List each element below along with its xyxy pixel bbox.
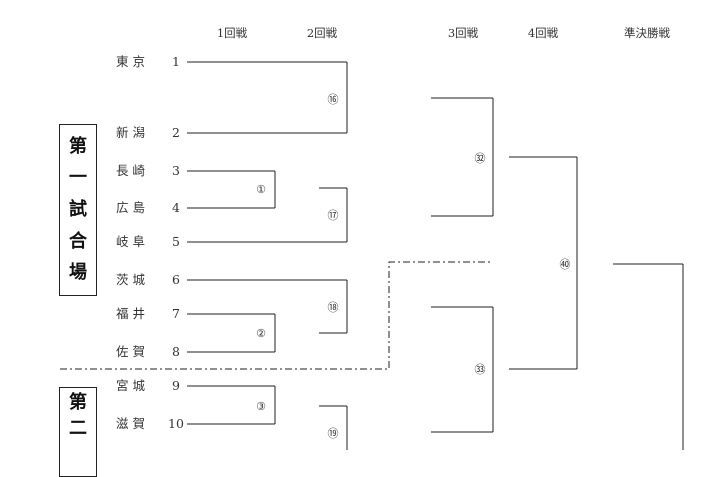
venue-char: 場 bbox=[69, 262, 87, 284]
team-seed: 6 bbox=[172, 272, 180, 287]
team-seed: 4 bbox=[172, 200, 180, 215]
team-seed: 5 bbox=[172, 234, 180, 249]
round-label-1: 1回戦 bbox=[217, 26, 248, 40]
tournament-bracket: 1回戦 2回戦 3回戦 4回戦 準決勝戦 東 京 1 新 潟 2 長 崎 3 広… bbox=[60, 26, 684, 450]
team-seed: 7 bbox=[172, 306, 180, 321]
match-number-33: ㉝ bbox=[475, 363, 486, 376]
team-name: 佐 賀 bbox=[116, 344, 145, 359]
match-numbers: ⑯ ① ⑰ ⑱ ② ③ ⑲ ㉜ ㉝ ㊵ bbox=[256, 93, 570, 440]
match-number-2: ② bbox=[256, 327, 266, 340]
team-seed: 10 bbox=[168, 416, 184, 431]
venue-label-second: 第 二 bbox=[59, 387, 97, 477]
round-label-2: 2回戦 bbox=[307, 26, 338, 40]
round-label-3: 3回戦 bbox=[448, 26, 479, 40]
match-number-19: ⑲ bbox=[328, 427, 339, 440]
team-seed: 2 bbox=[172, 125, 180, 140]
venue-char: 二 bbox=[69, 418, 87, 439]
team-name: 滋 賀 bbox=[116, 416, 145, 431]
round-label-semifinal: 準決勝戦 bbox=[624, 26, 670, 40]
match-number-16: ⑯ bbox=[328, 93, 339, 106]
team-seed: 3 bbox=[172, 163, 180, 178]
venue-char: 一 bbox=[69, 167, 87, 189]
team-name: 長 崎 bbox=[116, 163, 145, 178]
team-name: 茨 城 bbox=[116, 272, 145, 287]
round-headers: 1回戦 2回戦 3回戦 4回戦 準決勝戦 bbox=[217, 26, 671, 40]
match-number-18: ⑱ bbox=[328, 301, 339, 314]
match-number-32: ㉜ bbox=[475, 152, 486, 165]
team-list: 東 京 1 新 潟 2 長 崎 3 広 島 4 岐 阜 5 茨 城 6 福 井 … bbox=[116, 54, 184, 431]
team-name: 新 潟 bbox=[116, 125, 145, 140]
team-name: 岐 阜 bbox=[116, 234, 145, 249]
venue-label-first: 第 一 試 合 場 bbox=[59, 124, 97, 296]
venue-char: 合 bbox=[69, 230, 87, 252]
team-seed: 8 bbox=[172, 344, 180, 359]
match-number-1: ① bbox=[256, 183, 266, 196]
venue-char: 第 bbox=[69, 135, 87, 157]
team-seed: 9 bbox=[172, 378, 180, 393]
match-number-40: ㊵ bbox=[560, 258, 571, 271]
team-name: 宮 城 bbox=[116, 378, 145, 393]
team-name: 広 島 bbox=[116, 200, 145, 215]
match-number-17: ⑰ bbox=[328, 209, 339, 222]
team-name: 福 井 bbox=[116, 306, 145, 321]
round-label-4: 4回戦 bbox=[528, 26, 559, 40]
team-seed: 1 bbox=[172, 54, 180, 69]
team-name: 東 京 bbox=[116, 54, 145, 69]
bracket-lines bbox=[60, 61, 684, 450]
match-number-3: ③ bbox=[256, 400, 266, 413]
venue-char: 試 bbox=[69, 198, 87, 220]
venue-char: 第 bbox=[69, 392, 87, 413]
